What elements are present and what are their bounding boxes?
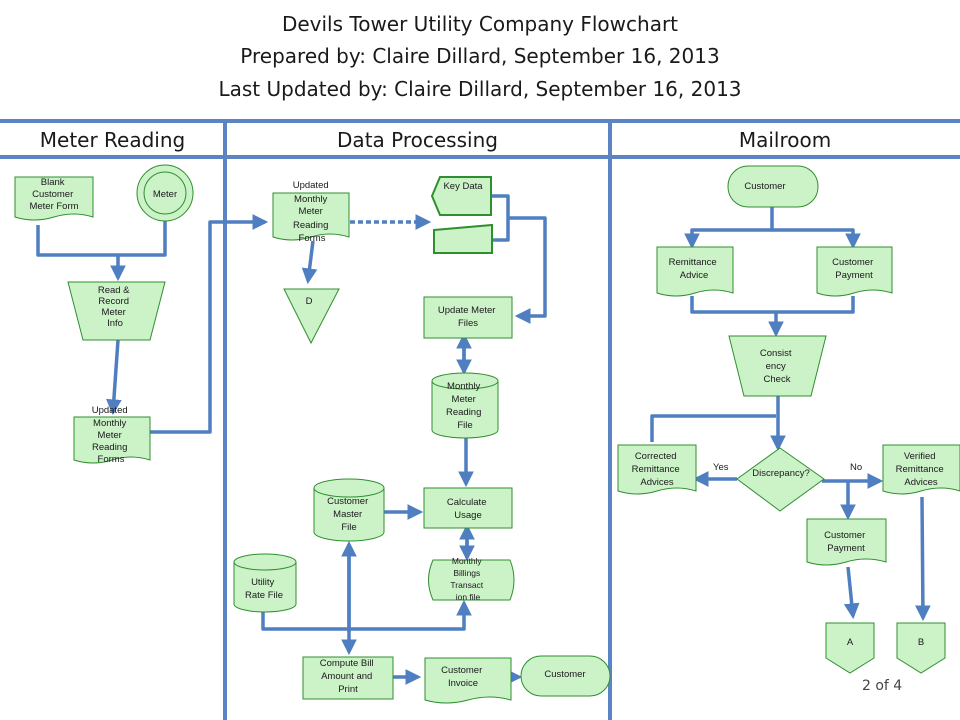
customer-invoice-document — [424, 657, 512, 704]
customer-terminal-mailroom — [727, 165, 819, 208]
connector — [772, 228, 861, 250]
meter-label: Meter — [153, 189, 177, 200]
verified-remittance-document — [882, 444, 960, 495]
consistency-check-manual-operation — [728, 335, 827, 397]
connector — [106, 339, 122, 416]
corrected-remittance-document — [617, 444, 697, 495]
no-label: No — [850, 462, 862, 473]
offpage-d-label: D — [306, 296, 313, 307]
connector — [650, 414, 776, 442]
discrepancy-decision — [736, 447, 825, 512]
updated-forms-document — [73, 416, 151, 464]
key-data-manual-input — [430, 176, 492, 216]
connector — [915, 496, 931, 622]
discrepancy-label: Discrepancy? — [752, 468, 810, 479]
blank-meter-form-label: Blank Customer Meter Form — [29, 177, 78, 212]
remittance-advice-label: Remittance Advice — [669, 257, 720, 281]
read-record-manual-operation — [67, 281, 166, 341]
customer-dp-label: Customer — [544, 669, 585, 680]
lane-header-meter-reading: Meter Reading — [39, 128, 186, 152]
connector — [261, 599, 472, 631]
yes-label: Yes — [713, 462, 729, 473]
connector — [684, 205, 774, 250]
connector — [843, 566, 860, 620]
billings-file-label: Monthly Billings Transact ion file — [450, 556, 485, 602]
connector-b-label: B — [918, 637, 924, 648]
offpage-connector-d — [283, 288, 340, 345]
prepared-by: Prepared by: Claire Dillard, September 1… — [240, 44, 720, 68]
update-meter-files-label: Update Meter Files — [438, 305, 498, 329]
page-number: 2 of 4 — [862, 678, 903, 694]
connector — [690, 296, 855, 314]
manual-input-shape — [433, 223, 493, 254]
calculate-usage-process — [423, 487, 513, 529]
remittance-advice-document — [656, 246, 734, 297]
offpage-connector-b — [896, 622, 946, 674]
customer-invoice-label: Customer Invoice — [441, 665, 485, 689]
last-updated-by: Last Updated by: Claire Dillard, Septemb… — [218, 77, 742, 101]
page-title: Devils Tower Utility Company Flowchart — [281, 12, 679, 36]
updated-forms-document-dp — [272, 192, 350, 241]
monthly-billings-file — [428, 559, 515, 601]
monthly-meter-reading-file — [431, 372, 499, 439]
connector-a-label: A — [847, 637, 854, 648]
updated-forms-dp-label: Updated Monthly Meter Reading Forms — [293, 180, 332, 244]
blank-meter-form-document — [14, 176, 94, 221]
update-meter-files-process — [423, 296, 513, 339]
consistency-check-label: Consist ency Check — [760, 348, 794, 385]
connector — [36, 225, 126, 282]
customer-payment-label: Customer Payment — [832, 257, 876, 281]
customer-payment-document — [816, 246, 893, 297]
connector — [508, 216, 547, 324]
customer-payment-document-2 — [806, 518, 887, 566]
offpage-connector-a — [825, 622, 875, 674]
updated-forms-label: Updated Monthly Meter Reading Forms — [92, 405, 131, 465]
connector — [118, 220, 167, 257]
calculate-usage-label: Calculate Usage — [447, 497, 489, 521]
compute-bill-process — [302, 656, 394, 700]
connector — [150, 214, 269, 434]
customer-payment-2-label: Customer Payment — [824, 530, 868, 554]
utility-rate-label: Utility Rate File — [245, 577, 283, 601]
read-record-label: Read & Record Meter Info — [98, 285, 132, 329]
customer-terminal-dp — [520, 655, 611, 697]
corrected-remittance-label: Corrected Remittance Advices — [632, 451, 683, 488]
connector — [492, 194, 510, 242]
lane-header-mailroom: Mailroom — [738, 128, 832, 152]
customer-mailroom-label: Customer — [744, 181, 785, 192]
key-data-label: Key Data — [443, 181, 483, 192]
customer-master-label: Customer Master File — [327, 496, 371, 533]
connector — [301, 240, 318, 285]
verified-remittance-label: Verified Remittance Advices — [896, 451, 947, 488]
lane-header-data-processing: Data Processing — [337, 128, 498, 152]
monthly-file-label: Monthly Meter Reading File — [446, 381, 484, 431]
compute-bill-label: Compute Bill Amount and Print — [320, 658, 377, 695]
